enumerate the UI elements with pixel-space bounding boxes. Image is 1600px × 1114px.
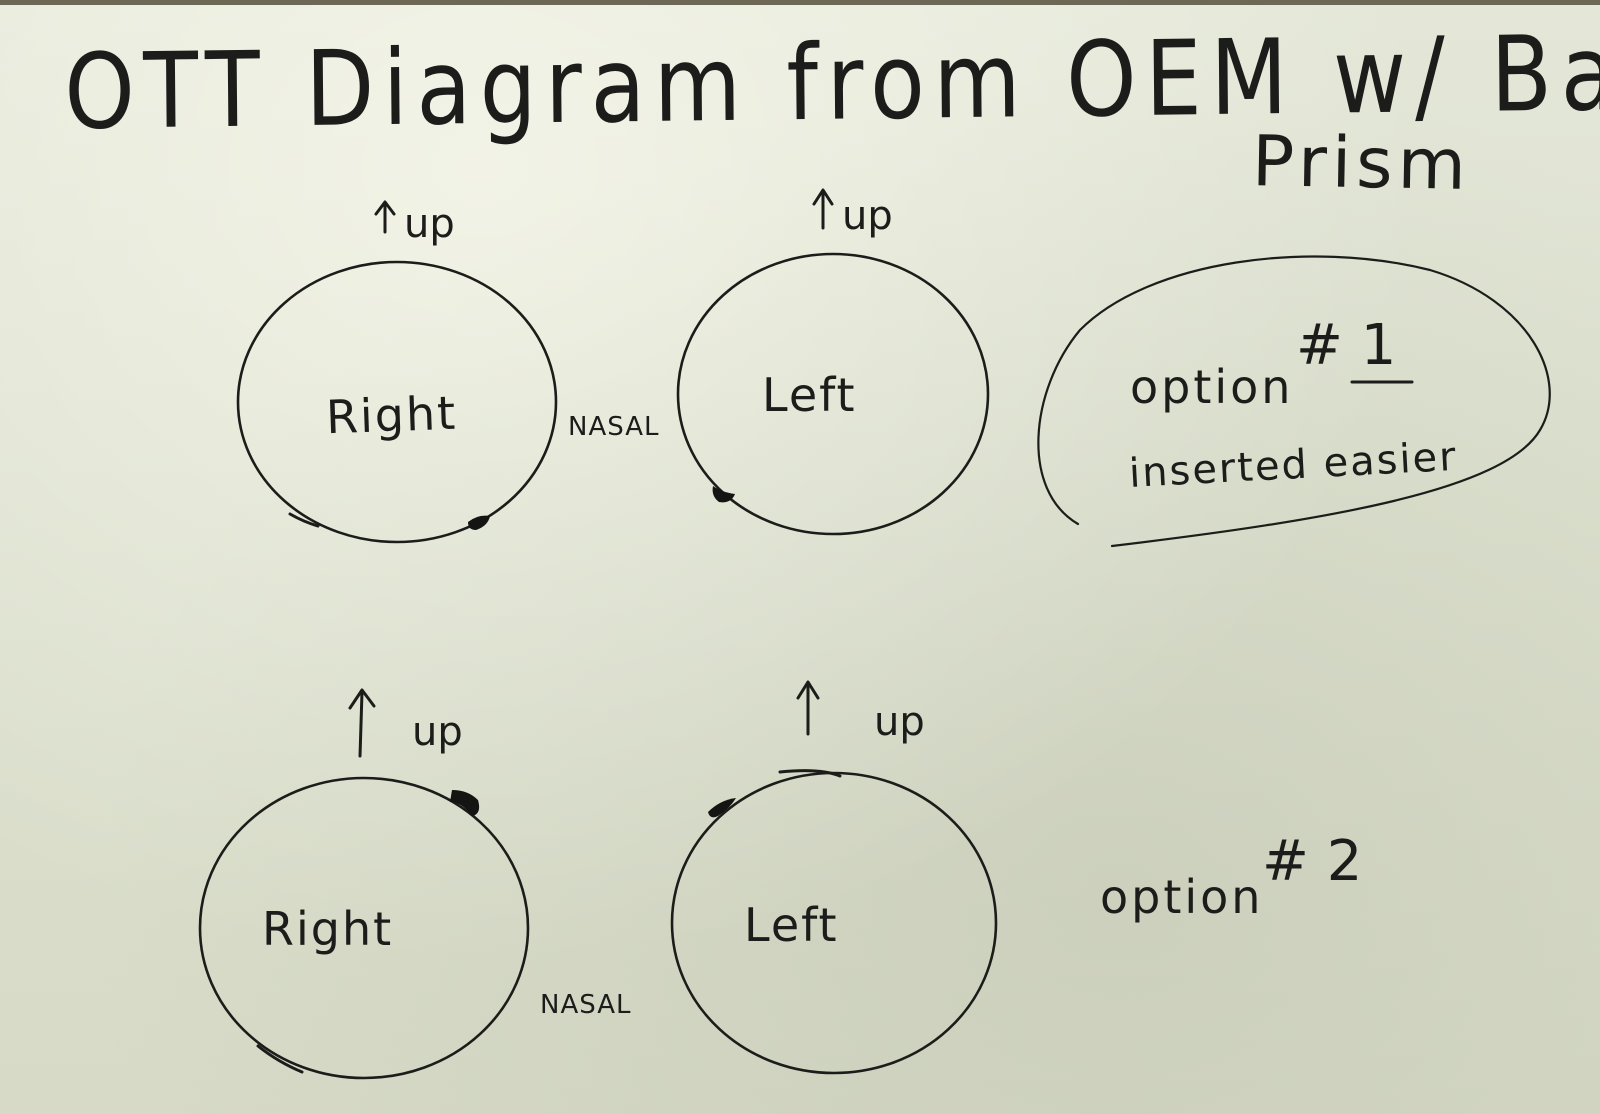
orientation-mark-icon: [256, 1044, 304, 1074]
option2-number: # 2: [1262, 829, 1363, 894]
option1-nasal-label: NASAL: [568, 412, 660, 442]
option1-left-up-label: up: [842, 193, 893, 239]
option2-nasal-label: NASAL: [540, 990, 632, 1020]
option2-label: option: [1100, 870, 1264, 924]
arrow-up-icon: [796, 680, 820, 736]
orientation-mark-icon: [708, 798, 736, 818]
option1-right-eye-label: Right: [325, 385, 459, 445]
option2-right-up-label: up: [412, 709, 463, 755]
option2-left-up-label: up: [874, 699, 925, 745]
orientation-mark-icon: [712, 486, 735, 503]
option2-right-eye-label: Right: [262, 902, 394, 956]
option1-right-eye-circle: [236, 260, 558, 544]
option1-left-eye-label: Left: [762, 368, 857, 422]
arrow-up-icon: [348, 688, 376, 758]
option1-left-eye-circle: [676, 252, 990, 536]
orientation-mark-icon: [450, 790, 480, 816]
orientation-mark-icon: [288, 512, 320, 528]
arrow-up-icon: [374, 200, 396, 234]
option1-enclosure: [1037, 255, 1551, 548]
option1-number: # 1: [1296, 313, 1397, 378]
option1-right-up-label: up: [404, 201, 455, 247]
orientation-mark-icon: [778, 769, 842, 778]
option2-right-eye-circle: [198, 776, 530, 1080]
option2-left-eye-label: Left: [744, 898, 839, 952]
arrow-up-icon: [812, 188, 834, 230]
option1-label: option: [1130, 360, 1294, 414]
paper-edge: [0, 0, 1600, 5]
orientation-mark-icon: [468, 515, 490, 530]
